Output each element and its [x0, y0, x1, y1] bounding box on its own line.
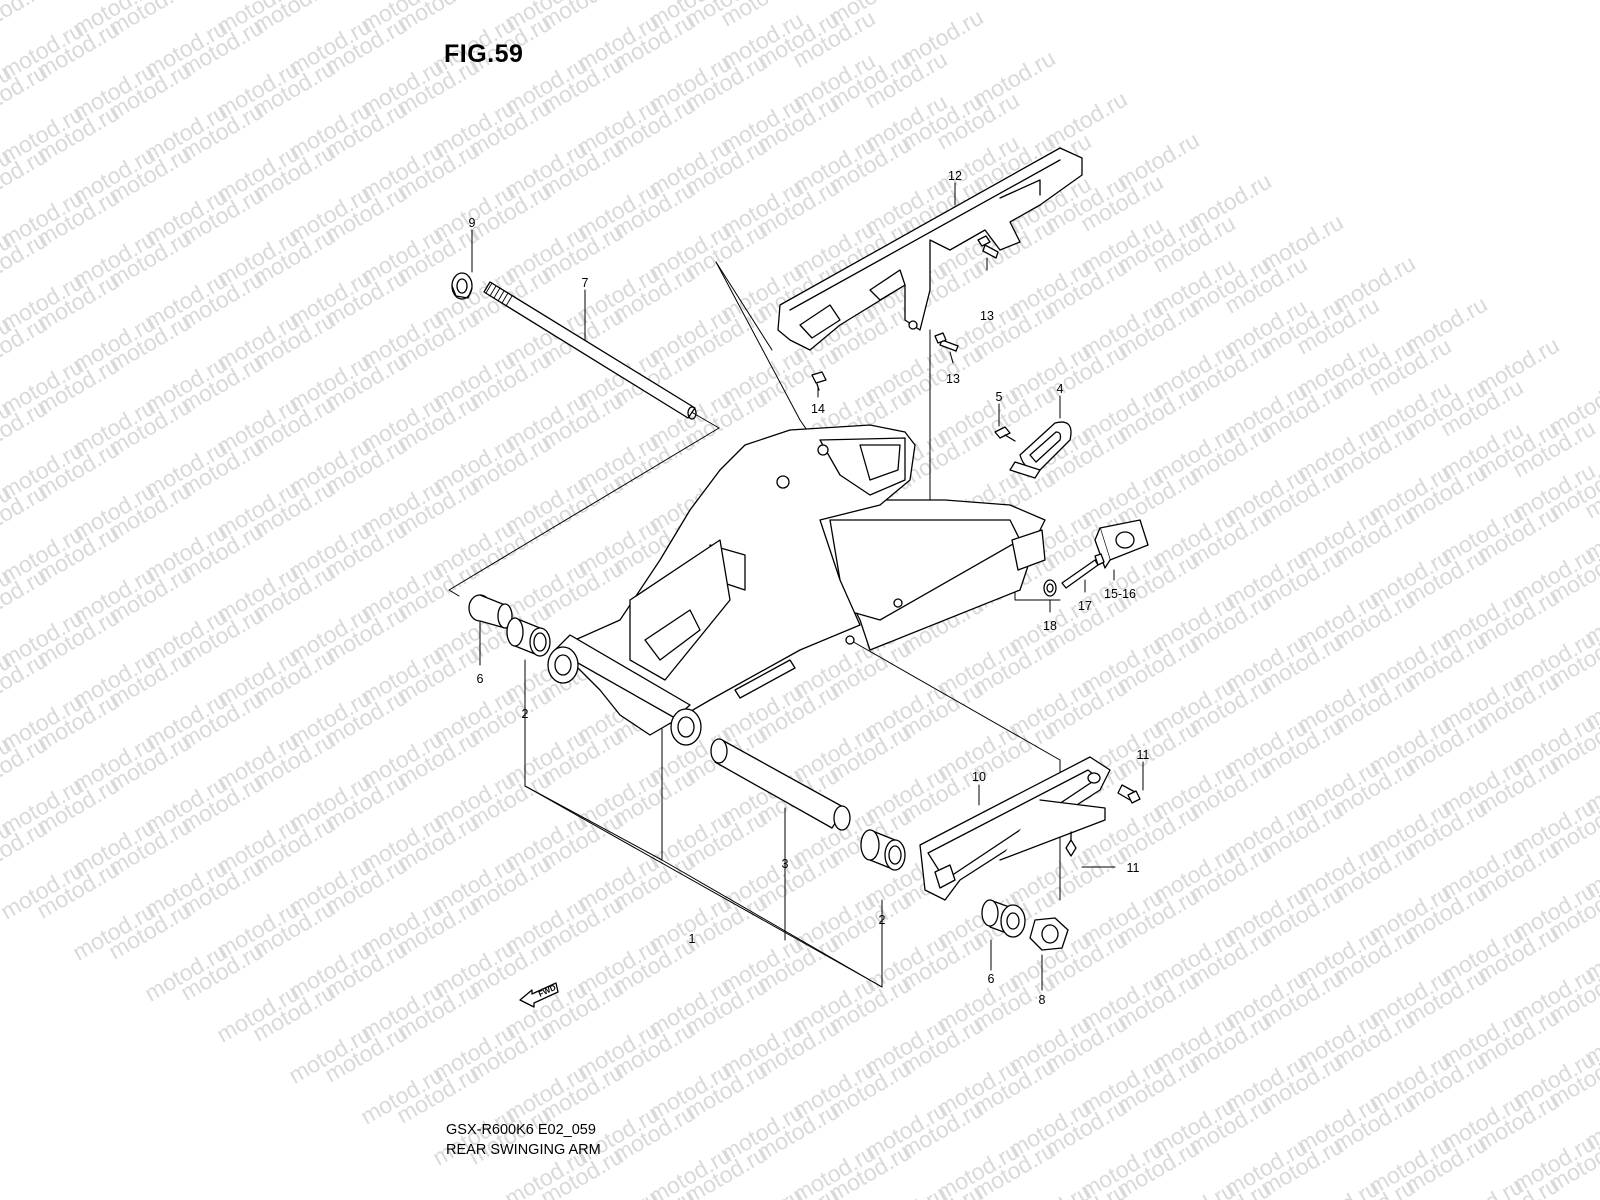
- callout-7: 7: [582, 276, 589, 290]
- callout-5: 5: [996, 390, 1003, 404]
- callout-14: 14: [811, 402, 825, 416]
- callout-11-upper: 11: [1137, 748, 1150, 762]
- swingarm-1: [547, 424, 1046, 746]
- bearing-2-left: [506, 617, 551, 657]
- chain-guide-10: [919, 756, 1111, 901]
- diagram-name-caption: REAR SWINGING ARM: [446, 1142, 601, 1158]
- collar-6-right: [981, 899, 1026, 938]
- callout-2-right: 2: [879, 913, 886, 927]
- bolt-11-upper: [1117, 784, 1141, 804]
- nut-9: [451, 272, 473, 300]
- stand-hook-4: [1009, 421, 1072, 479]
- bolt-5: [994, 426, 1016, 442]
- callout-3: 3: [782, 857, 789, 871]
- pivot-shaft-7: [483, 281, 697, 420]
- spacer-tube-3: [710, 738, 851, 831]
- adjuster-15-16: [1094, 519, 1149, 569]
- bolt-11-lower: [1065, 831, 1077, 857]
- callout-leaders: [471, 182, 1144, 991]
- bolt-13-upper: [977, 235, 999, 259]
- callout-15-16: 15-16: [1104, 587, 1136, 601]
- chain-cover-12: [777, 147, 1083, 351]
- callout-18: 18: [1043, 619, 1057, 633]
- callout-11-lower: 11: [1127, 861, 1140, 875]
- callout-12: 12: [948, 169, 962, 183]
- clip-14: [811, 371, 827, 391]
- callout-9: 9: [469, 216, 476, 230]
- callout-4: 4: [1057, 382, 1064, 396]
- pivot-nut-8: [1029, 917, 1069, 951]
- guide-lines: [448, 261, 1061, 988]
- callout-13-upper: 13: [980, 309, 994, 323]
- collar-6-left: [468, 594, 513, 629]
- callout-8: 8: [1039, 993, 1046, 1007]
- callout-2-left: 2: [522, 707, 529, 721]
- callout-6-right: 6: [988, 972, 995, 986]
- adjuster-bolt-17: [1061, 553, 1105, 589]
- callout-6-left: 6: [477, 672, 484, 686]
- callout-13-lower: 13: [946, 372, 960, 386]
- model-code-caption: GSX-R600K6 E02_059: [446, 1122, 596, 1138]
- fwd-arrow-icon: [519, 982, 559, 1008]
- callout-1: 1: [689, 932, 696, 946]
- bearing-2-right: [860, 829, 906, 871]
- figure-title: FIG.59: [444, 40, 524, 68]
- callout-17: 17: [1078, 599, 1092, 613]
- callout-labels: 9 7 12 13 13 14 5 4 15-16 17 18 6 2 11 1…: [469, 169, 1150, 1007]
- callout-10: 10: [972, 770, 986, 784]
- bolt-13-lower: [934, 332, 959, 352]
- nut-18: [1043, 579, 1057, 597]
